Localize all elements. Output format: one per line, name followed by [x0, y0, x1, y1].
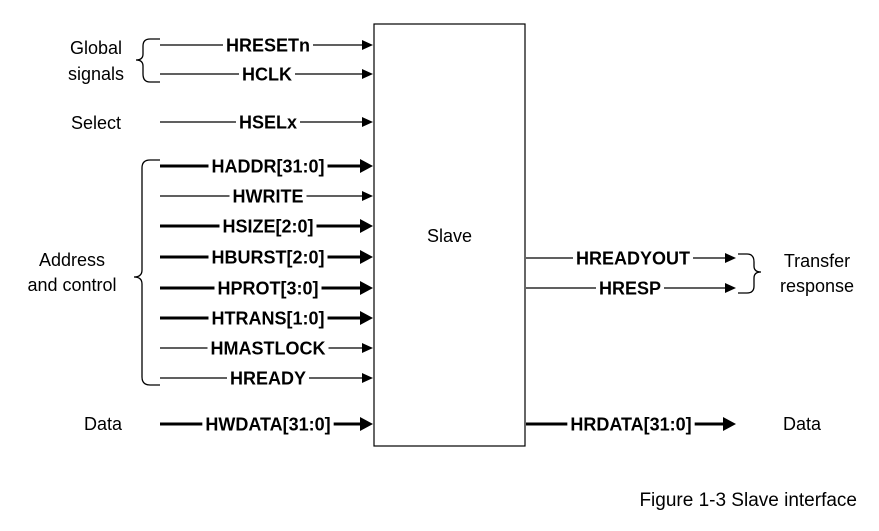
- signal-label-hclk: HCLK: [242, 65, 292, 85]
- arrowhead-hready: [362, 373, 373, 383]
- signal-label-hresp: HRESP: [599, 279, 661, 299]
- group-transfer-line2: response: [780, 276, 854, 296]
- group-address-line1: Address: [39, 250, 105, 270]
- arrowhead-haddr-31-0: [360, 159, 373, 173]
- signal-label-htrans-1-0: HTRANS[1:0]: [211, 309, 324, 329]
- group-address-line2: and control: [27, 275, 116, 295]
- signal-label-hwrite: HWRITE: [233, 187, 304, 207]
- arrowhead-hsize-2-0: [360, 219, 373, 233]
- group-global-line2: signals: [68, 64, 124, 84]
- signal-hselx: HSELx: [160, 113, 373, 133]
- group-select: Select: [71, 113, 121, 133]
- signal-label-hprot-3-0: HPROT[3:0]: [217, 279, 318, 299]
- signal-hburst-2-0: HBURST[2:0]: [160, 248, 373, 268]
- arrowhead-hresetn: [362, 40, 373, 50]
- signal-label-hmastlock: HMASTLOCK: [211, 339, 326, 359]
- group-data-out: Data: [783, 414, 822, 434]
- signal-hwrite: HWRITE: [160, 187, 373, 207]
- signal-label-hresetn: HRESETn: [226, 36, 310, 56]
- signal-htrans-1-0: HTRANS[1:0]: [160, 309, 373, 329]
- arrowhead-hwrite: [362, 191, 373, 201]
- figure-caption: Figure 1-3 Slave interface: [639, 490, 857, 511]
- slave-block: [373, 23, 526, 447]
- signal-hresetn: HRESETn: [160, 36, 373, 56]
- arrowhead-hreadyout: [725, 253, 736, 263]
- arrowhead-hclk: [362, 69, 373, 79]
- group-global-line1: Global: [70, 38, 122, 58]
- arrowhead-htrans-1-0: [360, 311, 373, 325]
- arrowhead-hrdata-31-0: [723, 417, 736, 431]
- signal-haddr-31-0: HADDR[31:0]: [160, 157, 373, 177]
- signal-label-hselx: HSELx: [239, 113, 297, 133]
- signal-hrdata-31-0: HRDATA[31:0]: [526, 415, 736, 435]
- arrowhead-hwdata-31-0: [360, 417, 373, 431]
- arrowhead-hresp: [725, 283, 736, 293]
- brace-transfer: [738, 253, 762, 294]
- signal-label-hready: HREADY: [230, 369, 306, 389]
- signal-label-hburst-2-0: HBURST[2:0]: [211, 248, 324, 268]
- signal-hresp: HRESP: [526, 279, 736, 299]
- arrowhead-hprot-3-0: [360, 281, 373, 295]
- signal-label-hreadyout: HREADYOUT: [576, 249, 690, 269]
- group-transfer-line1: Transfer: [784, 251, 850, 271]
- signal-hsize-2-0: HSIZE[2:0]: [160, 217, 373, 237]
- signal-hready: HREADY: [160, 369, 373, 389]
- group-data-in: Data: [84, 414, 123, 434]
- arrowhead-hmastlock: [362, 343, 373, 353]
- signal-label-hwdata-31-0: HWDATA[31:0]: [205, 415, 330, 435]
- signal-hwdata-31-0: HWDATA[31:0]: [160, 415, 373, 435]
- brace-global: [135, 38, 160, 83]
- signal-label-hrdata-31-0: HRDATA[31:0]: [570, 415, 691, 435]
- signal-label-hsize-2-0: HSIZE[2:0]: [222, 217, 313, 237]
- signal-hclk: HCLK: [160, 65, 373, 85]
- signal-hmastlock: HMASTLOCK: [160, 339, 373, 359]
- arrowhead-hselx: [362, 117, 373, 127]
- signal-hreadyout: HREADYOUT: [526, 249, 736, 269]
- signal-label-haddr-31-0: HADDR[31:0]: [211, 157, 324, 177]
- brace-address: [133, 159, 160, 386]
- slave-label: Slave: [427, 226, 472, 246]
- signal-hprot-3-0: HPROT[3:0]: [160, 279, 373, 299]
- arrowhead-hburst-2-0: [360, 250, 373, 264]
